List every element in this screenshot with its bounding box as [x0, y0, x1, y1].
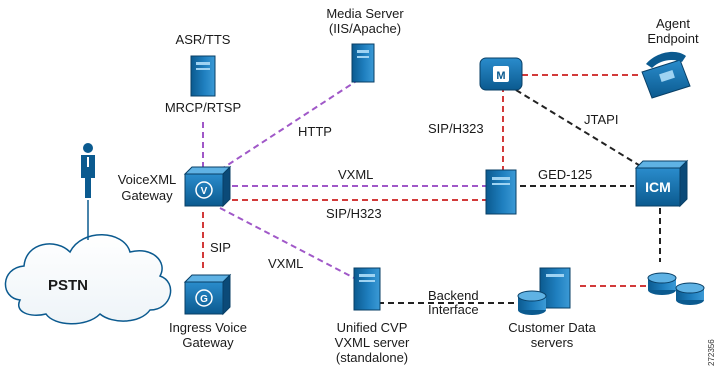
asr-tts-label: ASR/TTS: [176, 32, 231, 47]
sip-label: SIP: [210, 240, 231, 255]
media-server-icon: [351, 43, 375, 83]
pstn-label: PSTN: [48, 277, 88, 294]
call-manager-icon: M: [479, 57, 523, 91]
media-server-label-2: (IIS/Apache): [329, 21, 401, 36]
ingress-gateway-icon: G: [183, 273, 232, 316]
figure-id: 272356: [707, 339, 716, 366]
voicexml-gateway-label-2: Gateway: [121, 188, 173, 203]
agent-label-1: Agent: [656, 16, 690, 31]
ingress-gateway-glyph: G: [200, 294, 208, 305]
asr-tts-server-icon: [190, 55, 216, 97]
voicexml-gateway-glyph: V: [201, 186, 208, 197]
connections: [202, 74, 661, 304]
http-label: HTTP: [298, 124, 332, 139]
icm-label: ICM: [645, 179, 671, 195]
voicexml-gateway-icon: V: [183, 165, 232, 208]
cvp-label-2: VXML server: [335, 335, 410, 350]
ingress-gateway-label-1: Ingress Voice: [169, 320, 247, 335]
mrcp-rtsp-label: MRCP/RTSP: [165, 100, 241, 115]
caller-person-icon: [81, 143, 95, 198]
call-manager-glyph: M: [496, 70, 505, 82]
database-icon: [647, 272, 705, 305]
ged125-label: GED-125: [538, 167, 592, 182]
cvp-vxml-server-icon: [353, 267, 381, 311]
backend-label-1: Backend: [428, 288, 479, 303]
backend-label-2: Interface: [428, 302, 479, 317]
vxml-top-label: VXML: [338, 167, 373, 182]
customer-label-1: Customer Data: [508, 320, 596, 335]
pstn-cloud: PSTN: [4, 234, 172, 325]
voicexml-gateway-label-1: VoiceXML: [118, 172, 177, 187]
cvp-label-1: Unified CVP: [337, 320, 408, 335]
cvp-label-3: (standalone): [336, 350, 408, 365]
ingress-gateway-label-2: Gateway: [182, 335, 234, 350]
agent-phone-icon: [641, 51, 691, 99]
call-server-icon: [485, 169, 517, 215]
link-cucm-icm-jtapi: [515, 89, 648, 171]
customer-label-2: servers: [531, 335, 574, 350]
sip-h323-horizontal-label: SIP/H323: [326, 206, 382, 221]
agent-label-2: Endpoint: [647, 31, 699, 46]
jtapi-label: JTAPI: [584, 112, 618, 127]
link-gateway-media-http: [219, 79, 359, 171]
link-gateway-cvp-vxml: [219, 207, 359, 281]
customer-data-icon: [517, 267, 571, 315]
vxml-diag-label: VXML: [268, 256, 303, 271]
sip-h323-vertical-label: SIP/H323: [428, 121, 484, 136]
icm-icon: ICM: [634, 159, 689, 208]
media-server-label-1: Media Server: [326, 6, 404, 21]
